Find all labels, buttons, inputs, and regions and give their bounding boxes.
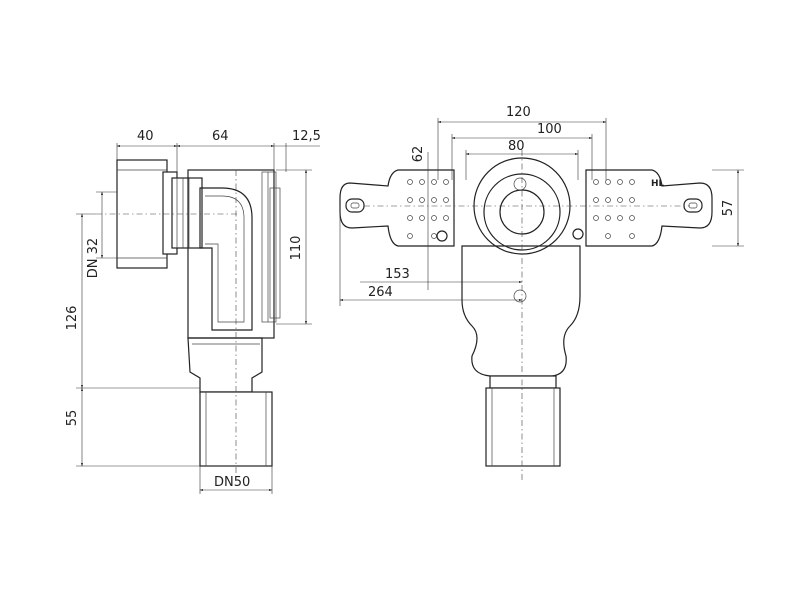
dim-64: 64 [212,129,229,144]
dim-153: 153 [385,267,410,282]
dim-57: 57 [721,200,736,217]
dim-264: 264 [368,285,393,300]
side-view: 40 64 12,5 110 DN 32 126 55 DN50 [65,129,321,494]
bracket-right [585,169,713,247]
dim-120: 120 [506,105,531,120]
outlet-pipe [485,387,561,467]
inlet-nut [171,177,203,249]
elbow [199,187,253,331]
dim-dn50: DN50 [214,475,250,490]
dim-55: 55 [65,410,80,427]
outlet-collar [489,375,557,389]
hole-grid [407,179,635,242]
dim-100: 100 [537,122,562,137]
dim-62: 62 [411,146,426,163]
slot-left [345,198,365,213]
bracket-left [339,169,455,247]
dim-dn32: DN 32 [86,238,101,278]
front-view: HL 120 100 80 62 57 153 264 [339,105,744,480]
slot-right [683,198,703,213]
trap-body [461,245,581,377]
dim-40: 40 [137,129,154,144]
dim-12-5: 12,5 [292,129,321,144]
dim-110: 110 [289,236,304,261]
lower-body [187,337,263,393]
dim-80: 80 [508,139,525,154]
mark-hl: HL [651,179,665,189]
dim-126: 126 [65,306,80,331]
